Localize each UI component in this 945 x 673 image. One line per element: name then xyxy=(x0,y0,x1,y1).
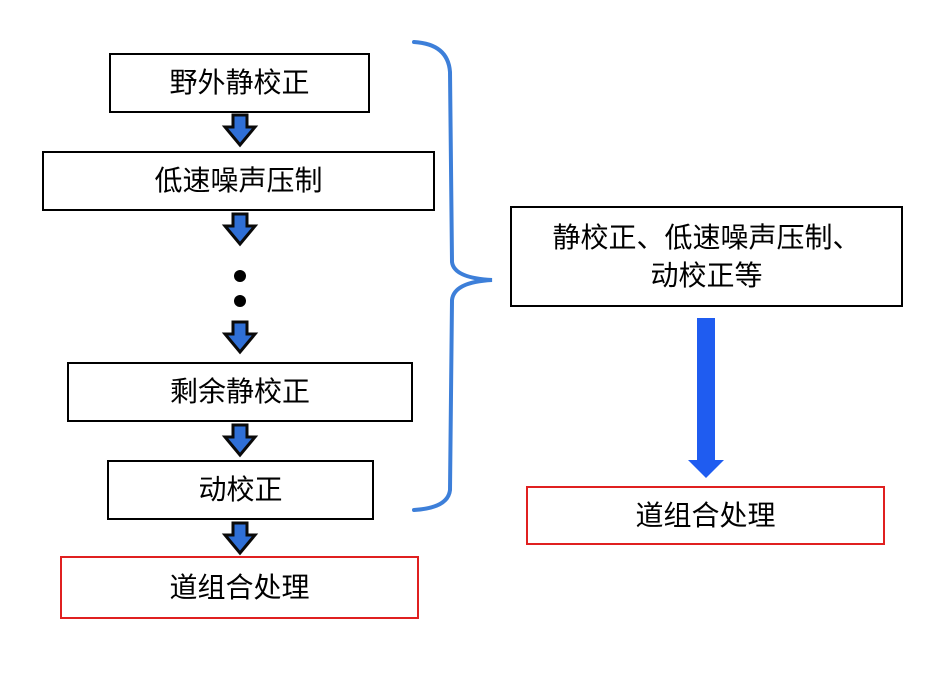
result-label: 道组合处理 xyxy=(169,570,310,604)
left-result-stack-processing: 道组合处理 xyxy=(60,556,419,619)
step-low-velocity-noise-suppression: 低速噪声压制 xyxy=(42,151,435,211)
step-residual-static-correction: 剩余静校正 xyxy=(67,362,413,422)
arrow-down-5 xyxy=(223,521,257,555)
step-label: 剩余静校正 xyxy=(169,375,310,409)
summary-line-2: 动校正等 xyxy=(650,258,763,292)
summary-text: 静校正、低速噪声压制、 动校正等 xyxy=(552,219,860,295)
ellipsis-dot-2 xyxy=(234,295,246,307)
step-label: 动校正 xyxy=(198,473,283,507)
arrow-down-4 xyxy=(223,423,257,457)
right-result-stack-processing: 道组合处理 xyxy=(526,486,885,545)
arrow-down-3 xyxy=(223,320,257,354)
step-label: 野外静校正 xyxy=(169,66,310,100)
result-label: 道组合处理 xyxy=(635,498,776,532)
ellipsis-dot-1 xyxy=(234,270,246,282)
summary-box: 静校正、低速噪声压制、 动校正等 xyxy=(510,206,903,307)
big-arrow-down xyxy=(688,318,724,478)
step-nmo-correction: 动校正 xyxy=(107,460,374,520)
summary-line-1: 静校正、低速噪声压制、 xyxy=(552,220,861,254)
step-label: 低速噪声压制 xyxy=(154,164,323,198)
curly-brace xyxy=(412,40,493,512)
step-field-static-correction: 野外静校正 xyxy=(109,53,370,113)
arrow-down-1 xyxy=(223,113,257,147)
arrow-down-2 xyxy=(223,212,257,246)
